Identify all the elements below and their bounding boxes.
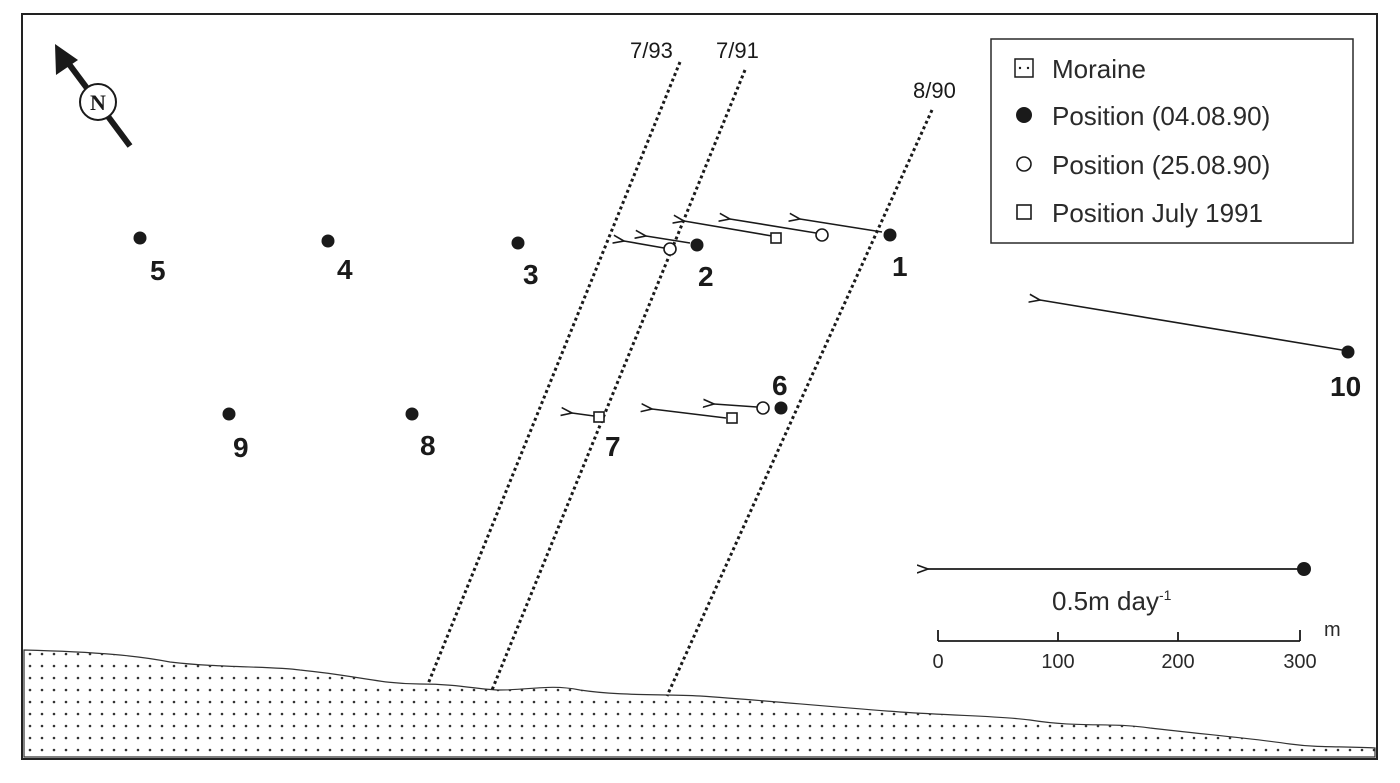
velocity-key: 0.5m day-1 bbox=[928, 562, 1311, 616]
stake-2-position-25-08 bbox=[663, 242, 677, 256]
front-label-8-90: 8/90 bbox=[913, 78, 956, 103]
open-square-icon bbox=[1016, 204, 1032, 220]
legend: Moraine Position (04.08.90) Position (25… bbox=[990, 38, 1354, 244]
stake-7-position-1991 bbox=[593, 411, 605, 423]
stake-label-2: 2 bbox=[698, 261, 714, 292]
front-label-7-91: 7/91 bbox=[716, 38, 759, 63]
vector-stake-10 bbox=[1040, 300, 1343, 351]
stake-6-position-1991 bbox=[726, 412, 738, 424]
stake-10-marker bbox=[1341, 345, 1355, 359]
front-label-7-93: 7/93 bbox=[630, 38, 673, 63]
legend-item-position-25-08-90: Position (25.08.90) bbox=[1016, 150, 1270, 180]
stake-label-6: 6 bbox=[772, 370, 788, 401]
scale-tick-300: 300 bbox=[1283, 651, 1316, 673]
legend-item-position-july-1991: Position July 1991 bbox=[1016, 198, 1263, 228]
legend-label-moraine: Moraine bbox=[1052, 54, 1146, 84]
positions-04-08-90 bbox=[133, 228, 1355, 421]
front-line-8-90 bbox=[665, 109, 934, 697]
stake-label-1: 1 bbox=[892, 251, 908, 282]
vector-stake-1c bbox=[684, 221, 773, 237]
moraine-area bbox=[23, 649, 1376, 758]
front-line-7-93 bbox=[426, 61, 682, 685]
scale-tick-100: 100 bbox=[1041, 651, 1074, 673]
positions-25-08-90 bbox=[663, 228, 829, 415]
open-circle-icon bbox=[1016, 156, 1032, 172]
front-lines: 7/93 7/91 8/90 bbox=[426, 38, 956, 697]
stake-label-3: 3 bbox=[523, 259, 539, 290]
stake-label-5: 5 bbox=[150, 255, 166, 286]
stake-1-position-25-08 bbox=[815, 228, 829, 242]
stake-label-9: 9 bbox=[233, 432, 249, 463]
stake-2-marker bbox=[690, 238, 704, 252]
stake-8-marker bbox=[405, 407, 419, 421]
north-arrow-label: N bbox=[90, 90, 106, 115]
stake-6-marker bbox=[774, 401, 788, 415]
vector-stake-6a bbox=[714, 404, 758, 407]
stake-9-marker bbox=[222, 407, 236, 421]
scale-tick-200: 200 bbox=[1161, 651, 1194, 673]
stake-3-marker bbox=[511, 236, 525, 250]
stake-1-marker bbox=[883, 228, 897, 242]
velocity-key-dot bbox=[1297, 562, 1311, 576]
stake-6-position-25-08 bbox=[756, 401, 770, 415]
stake-label-7: 7 bbox=[605, 431, 621, 462]
legend-item-position-04-08-90: Position (04.08.90) bbox=[1016, 101, 1270, 131]
legend-label-position-july-1991: Position July 1991 bbox=[1052, 198, 1263, 228]
vector-stake-2a bbox=[646, 236, 691, 244]
velocity-vectors bbox=[572, 219, 1343, 419]
front-line-7-91 bbox=[490, 69, 747, 691]
moraine-swatch-icon bbox=[1014, 58, 1034, 78]
stake-4-marker bbox=[321, 234, 335, 248]
scale-unit: m bbox=[1324, 619, 1341, 641]
legend-box bbox=[990, 38, 1354, 244]
stake-1-position-1991 bbox=[770, 232, 782, 244]
vector-stake-6b bbox=[652, 409, 727, 419]
positions-july-1991 bbox=[593, 232, 782, 424]
legend-label-position-25-08-90: Position (25.08.90) bbox=[1052, 150, 1270, 180]
stake-label-10: 10 bbox=[1330, 371, 1361, 402]
legend-item-moraine: Moraine bbox=[1014, 54, 1146, 84]
stake-label-8: 8 bbox=[420, 430, 436, 461]
legend-label-position-04-08-90: Position (04.08.90) bbox=[1052, 101, 1270, 131]
vector-stake-1a bbox=[800, 219, 883, 233]
stake-label-4: 4 bbox=[337, 254, 353, 285]
north-arrow-icon: N bbox=[55, 44, 133, 148]
vector-stake-1b bbox=[730, 219, 817, 234]
stake-5-marker bbox=[133, 231, 147, 245]
filled-circle-icon bbox=[1016, 107, 1032, 123]
scale-tick-0: 0 bbox=[932, 651, 943, 673]
velocity-key-label: 0.5m day-1 bbox=[1052, 586, 1172, 616]
stake-labels: 1 2 3 4 5 6 7 8 9 10 bbox=[150, 251, 1361, 463]
vector-stake-7 bbox=[572, 413, 595, 417]
scale-bar: 0 100 200 300 m bbox=[932, 619, 1340, 673]
vector-stake-2b bbox=[624, 241, 665, 249]
